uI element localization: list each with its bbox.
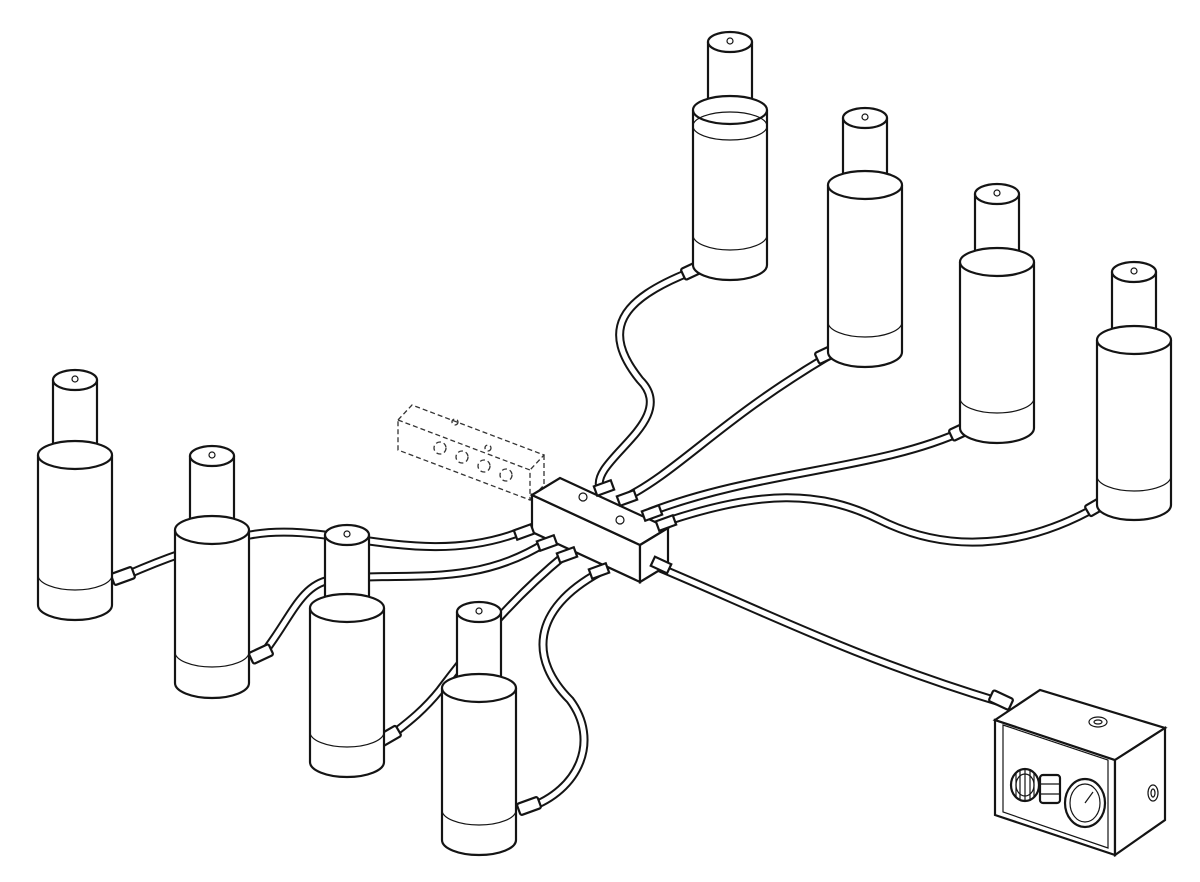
phantom-manifold xyxy=(397,404,546,501)
hose-6 xyxy=(258,539,548,658)
hose-5 xyxy=(118,527,522,583)
cylinder-4 xyxy=(440,600,518,857)
hose-9 xyxy=(658,563,1002,707)
hose-4 xyxy=(663,493,1103,547)
manifold-block xyxy=(512,476,678,584)
hose-8 xyxy=(526,568,603,813)
cylinder-2 xyxy=(173,444,251,700)
fitting-icon xyxy=(1038,773,1062,805)
hose-2 xyxy=(622,351,833,503)
cylinder-6 xyxy=(826,106,904,369)
cylinder-3 xyxy=(308,523,386,779)
hose-3 xyxy=(648,425,967,517)
gauge-icon xyxy=(1063,777,1107,829)
hoses xyxy=(118,267,1103,813)
hose-1 xyxy=(594,267,692,490)
hose-7 xyxy=(385,551,568,742)
cylinder-7 xyxy=(958,182,1036,445)
cylinder-8 xyxy=(1095,260,1173,522)
knob-icon xyxy=(1009,767,1041,803)
cylinder-1 xyxy=(36,368,114,622)
cylinder-5 xyxy=(691,30,769,282)
control-box xyxy=(992,688,1168,858)
